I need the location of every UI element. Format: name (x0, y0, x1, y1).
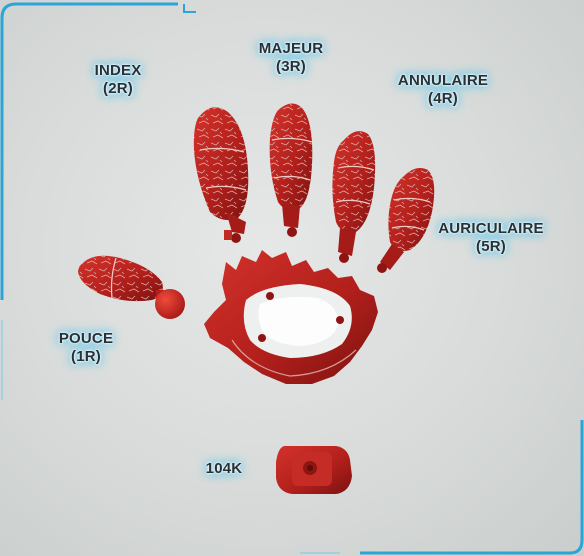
index-finger-part (194, 107, 248, 243)
label-index-code: (2R) (78, 80, 158, 98)
label-auriculaire-code: (5R) (420, 238, 562, 256)
label-auriculaire: AURICULAIRE (5R) (420, 220, 562, 256)
label-104k-text: 104K (196, 460, 252, 478)
palm-part (204, 250, 378, 384)
part-104k-piece (276, 446, 352, 494)
label-index-name: INDEX (78, 62, 158, 80)
label-majeur-code: (3R) (246, 58, 336, 76)
majeur-finger-part (270, 103, 313, 237)
label-pouce-code: (1R) (46, 348, 126, 366)
label-annulaire-code: (4R) (378, 90, 508, 108)
label-annulaire: ANNULAIRE (4R) (378, 72, 508, 108)
label-pouce: POUCE (1R) (46, 330, 126, 366)
label-pouce-name: POUCE (46, 330, 126, 348)
annulaire-finger-part (332, 131, 375, 263)
label-index: INDEX (2R) (78, 62, 158, 98)
label-majeur-name: MAJEUR (246, 40, 336, 58)
pouce-thumb-part (78, 256, 185, 319)
label-104k: 104K (196, 460, 252, 478)
label-auriculaire-name: AURICULAIRE (420, 220, 562, 238)
label-annulaire-name: ANNULAIRE (378, 72, 508, 90)
label-majeur: MAJEUR (3R) (246, 40, 336, 76)
